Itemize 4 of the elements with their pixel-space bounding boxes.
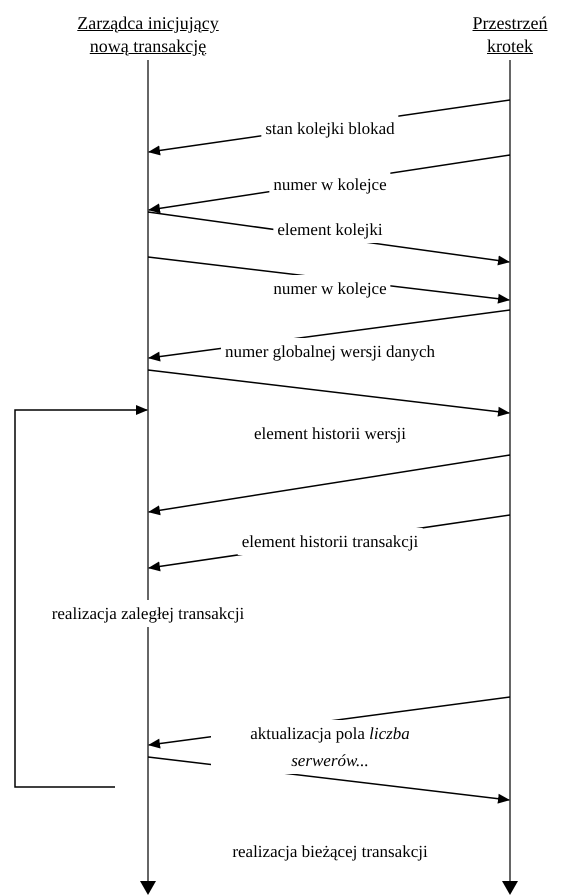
message-label: element historii transakcji bbox=[238, 528, 422, 555]
message-arrow bbox=[14, 405, 148, 788]
message-arrow bbox=[148, 369, 510, 417]
message-arrow bbox=[148, 454, 510, 516]
